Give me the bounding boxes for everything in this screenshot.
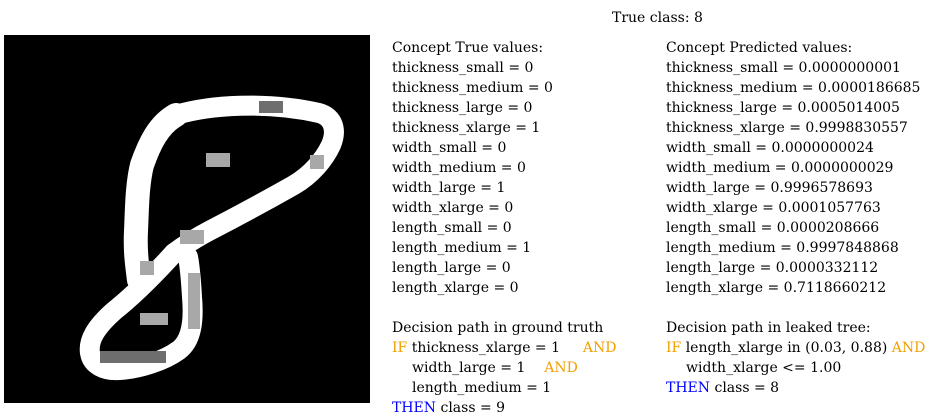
concept-true-thickness-large: thickness_large = 0 bbox=[392, 100, 533, 116]
concept-true-length-small: length_small = 0 bbox=[392, 220, 512, 236]
digit-pixels bbox=[4, 35, 370, 403]
concepts-predicted-heading: Concept Predicted values: bbox=[666, 40, 853, 56]
decision-ground-truth-line-1: IF thickness_xlarge = 1 AND bbox=[392, 338, 617, 358]
decision-ground-truth-heading: Decision path in ground truth bbox=[392, 320, 604, 336]
ground-truth-column: Concept True values: thickness_small = 0… bbox=[392, 38, 617, 418]
concept-pred-length-large: length_large = 0.0000332112 bbox=[666, 260, 879, 276]
decision-leaked-heading: Decision path in leaked tree: bbox=[666, 320, 871, 336]
true-class-title: True class: 8 bbox=[612, 10, 703, 26]
concept-pred-width-xlarge: width_xlarge = 0.0001057763 bbox=[666, 200, 881, 216]
concept-pred-width-large: width_large = 0.9996578693 bbox=[666, 180, 873, 196]
concepts-true-heading: Concept True values: bbox=[392, 40, 544, 56]
concept-pred-width-small: width_small = 0.0000000024 bbox=[666, 140, 874, 156]
concept-true-width-small: width_small = 0 bbox=[392, 140, 507, 156]
and-keyword: AND bbox=[544, 360, 578, 376]
concept-true-thickness-small: thickness_small = 0 bbox=[392, 60, 534, 76]
digit-image bbox=[4, 35, 370, 403]
decision-leaked-line-3: THEN class = 8 bbox=[666, 378, 925, 398]
concept-true-length-large: length_large = 0 bbox=[392, 260, 511, 276]
concept-pred-thickness-xlarge: thickness_xlarge = 0.9998830557 bbox=[666, 120, 908, 136]
spacer bbox=[392, 298, 617, 318]
concept-true-width-medium: width_medium = 0 bbox=[392, 160, 526, 176]
leaked-result: class = 8 bbox=[714, 380, 780, 396]
and-keyword: AND bbox=[891, 340, 926, 356]
if-keyword: IF bbox=[666, 340, 682, 356]
ground-truth-result: class = 9 bbox=[440, 400, 506, 416]
concept-pred-length-medium: length_medium = 0.9997848868 bbox=[666, 240, 899, 256]
concept-pred-thickness-small: thickness_small = 0.0000000001 bbox=[666, 60, 901, 76]
prediction-column: Concept Predicted values: thickness_smal… bbox=[666, 38, 925, 398]
ground-truth-condition-1: thickness_xlarge = 1 bbox=[411, 340, 561, 356]
leaked-condition-1: length_xlarge in (0.03, 0.88) bbox=[685, 340, 888, 356]
concept-pred-thickness-large: thickness_large = 0.0005014005 bbox=[666, 100, 900, 116]
decision-leaked-line-2: width_xlarge <= 1.00 bbox=[666, 358, 925, 378]
concept-true-thickness-xlarge: thickness_xlarge = 1 bbox=[392, 120, 541, 136]
spacer bbox=[666, 298, 925, 318]
then-keyword: THEN bbox=[392, 400, 437, 416]
digit-strokes bbox=[79, 95, 344, 381]
leaked-condition-2: width_xlarge <= 1.00 bbox=[686, 360, 842, 376]
decision-leaked-line-1: IF length_xlarge in (0.03, 0.88) AND bbox=[666, 338, 925, 358]
ground-truth-condition-3: length_medium = 1 bbox=[412, 380, 552, 396]
concept-true-length-medium: length_medium = 1 bbox=[392, 240, 532, 256]
concept-true-thickness-medium: thickness_medium = 0 bbox=[392, 80, 553, 96]
if-keyword: IF bbox=[392, 340, 408, 356]
concept-pred-length-small: length_small = 0.0000208666 bbox=[666, 220, 880, 236]
ground-truth-condition-2: width_large = 1 bbox=[412, 360, 526, 376]
concept-true-width-xlarge: width_xlarge = 0 bbox=[392, 200, 514, 216]
concept-pred-thickness-medium: thickness_medium = 0.0000186685 bbox=[666, 80, 921, 96]
then-keyword: THEN bbox=[666, 380, 711, 396]
decision-ground-truth-line-4: THEN class = 9 bbox=[392, 398, 617, 418]
decision-ground-truth-line-2: width_large = 1 AND bbox=[392, 358, 617, 378]
decision-ground-truth-line-3: length_medium = 1 bbox=[392, 378, 617, 398]
concept-pred-width-medium: width_medium = 0.0000000029 bbox=[666, 160, 894, 176]
concept-true-length-xlarge: length_xlarge = 0 bbox=[392, 280, 519, 296]
and-keyword: AND bbox=[582, 340, 617, 356]
concept-pred-length-xlarge: length_xlarge = 0.7118660212 bbox=[666, 280, 887, 296]
concept-true-width-large: width_large = 1 bbox=[392, 180, 506, 196]
